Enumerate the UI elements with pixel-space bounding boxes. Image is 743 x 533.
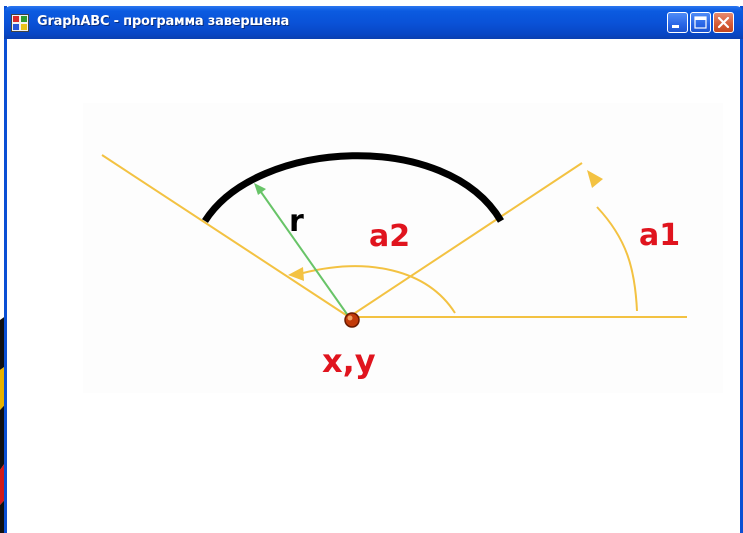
- angle-a2-arrowhead: [288, 267, 304, 281]
- ray-a2: [101, 154, 350, 318]
- center-coordinates-label: x,y: [322, 342, 376, 380]
- radius-line: [260, 191, 350, 318]
- sector-diagram: r a2 a1 x,y: [83, 103, 723, 393]
- angle-a1-label: a1: [639, 218, 680, 253]
- center-point: [344, 312, 360, 328]
- close-icon: [717, 16, 730, 29]
- maximize-button[interactable]: [690, 12, 711, 33]
- angle-a1-arc: [596, 206, 638, 312]
- title-bar[interactable]: GraphABC - программа завершена: [4, 6, 743, 39]
- radius-arrowhead: [254, 183, 266, 195]
- ray-a1: [348, 162, 583, 318]
- graphabc-window: GraphABC - программа завершена: [4, 6, 743, 533]
- angle-a1-arrowhead: [587, 170, 603, 188]
- diagram-backdrop: [83, 103, 723, 393]
- graphabc-app-icon[interactable]: [11, 14, 29, 32]
- maximize-icon: [694, 16, 707, 29]
- angle-a2-label: a2: [369, 219, 410, 254]
- graphics-canvas: r a2 a1 x,y: [7, 39, 740, 533]
- radius-label: r: [289, 204, 304, 239]
- angle-a2-arc: [302, 265, 456, 314]
- minimize-button[interactable]: [667, 12, 688, 33]
- window-title: GraphABC - программа завершена: [37, 14, 290, 29]
- sector-arc: [202, 152, 505, 223]
- close-button[interactable]: [713, 12, 734, 33]
- minimize-icon: [672, 25, 679, 28]
